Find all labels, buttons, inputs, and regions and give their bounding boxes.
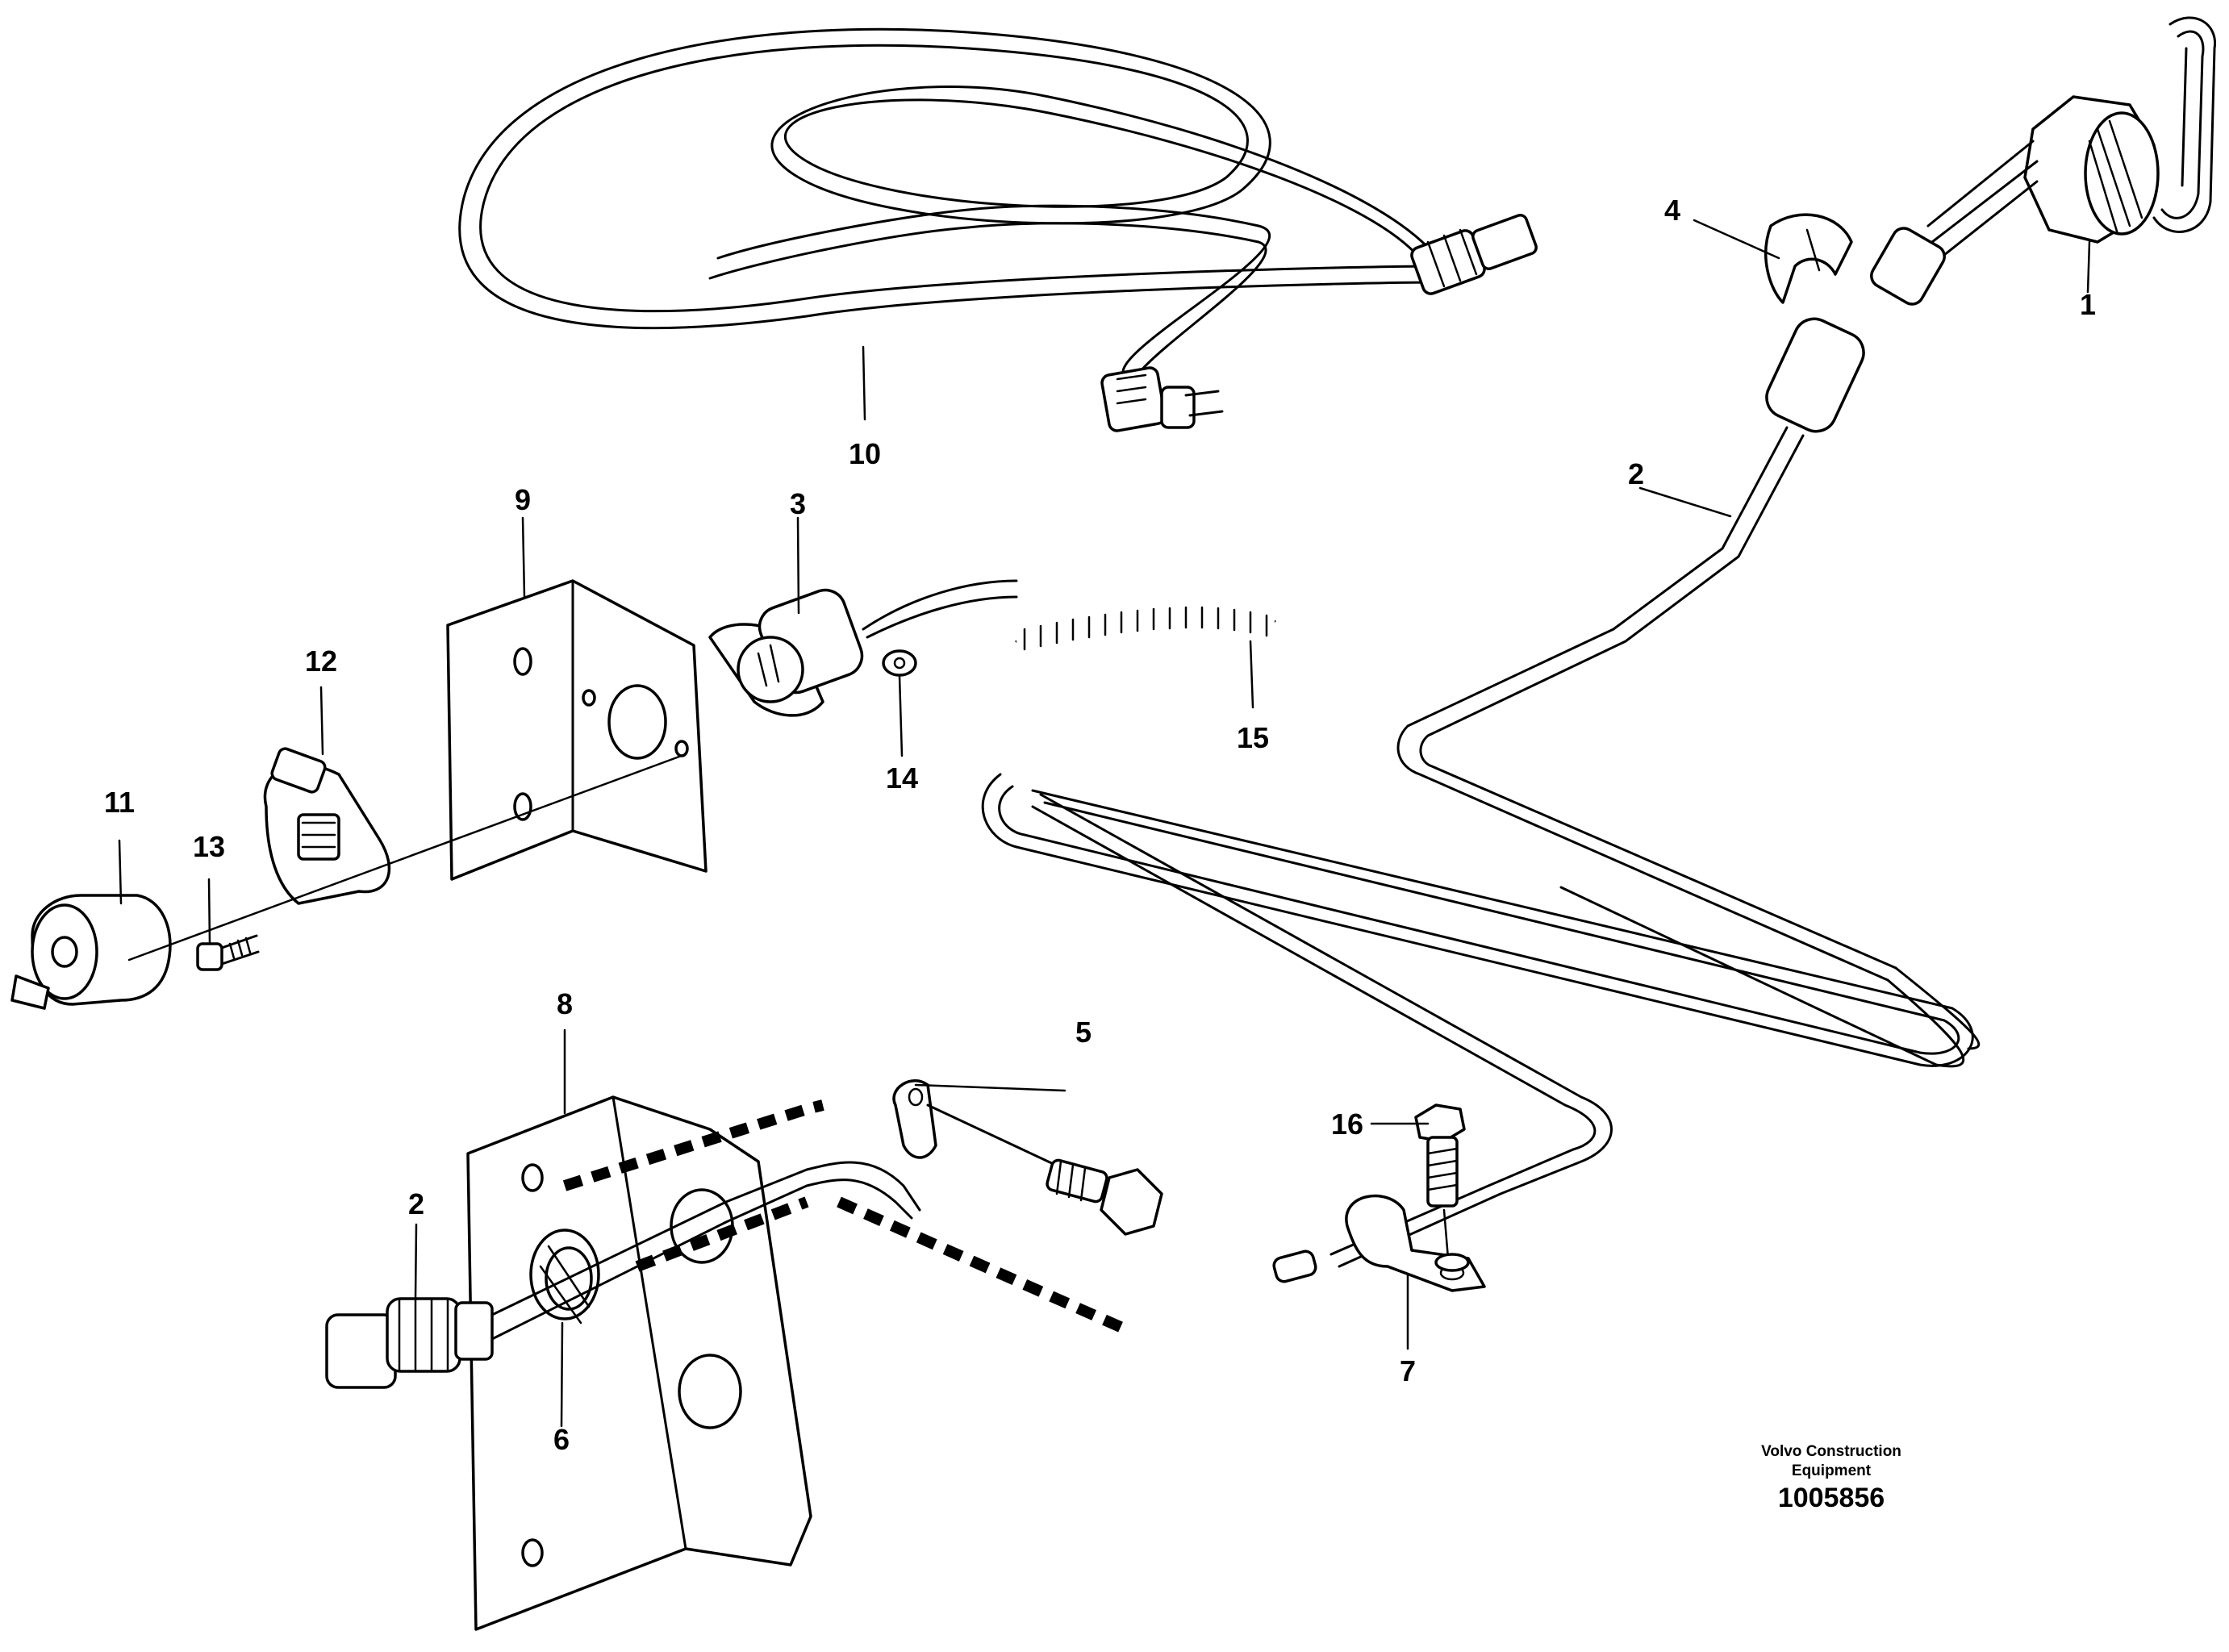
brand-line-1: Volvo Construction (1761, 1443, 1901, 1460)
heater-tube (1396, 317, 1981, 1068)
corrugated-hose (1013, 601, 1278, 653)
part-label: 8 (557, 987, 573, 1020)
part-label: 2 (1628, 457, 1644, 490)
part-label: 11 (104, 786, 135, 819)
part-label: 7 (1400, 1354, 1416, 1387)
power-cord-coil (458, 27, 1438, 393)
heater-loop (981, 773, 1974, 1268)
part-label: 2 (408, 1187, 424, 1220)
cord-plug-prongs (1100, 366, 1224, 432)
heater-element (1870, 16, 2217, 306)
part-label: 13 (193, 830, 225, 863)
part-label: 9 (515, 483, 531, 516)
lower-bracket (466, 1095, 812, 1631)
part-label: 6 (553, 1423, 570, 1456)
part-label: 4 (1664, 194, 1680, 227)
brand-line-2: Equipment (1791, 1462, 1872, 1479)
part-label: 1 (2080, 288, 2096, 321)
inlet-socket (708, 579, 1018, 717)
part-labels: 1 2 2 3 4 5 6 7 8 9 10 11 12 13 14 15 16 (104, 194, 2096, 1456)
upper-bracket (446, 579, 708, 881)
flange-bolt (1414, 1103, 1470, 1272)
cord-clip (1764, 213, 1853, 304)
cable-clamp (892, 1079, 1058, 1167)
mounting-bolt (1046, 1158, 1163, 1236)
part-label: 10 (849, 437, 881, 470)
cord-plug-end (1410, 214, 1538, 295)
cable-routing-path (562, 1099, 1132, 1337)
part-label: 14 (886, 761, 918, 795)
p-clip (1272, 1194, 1486, 1292)
knob (10, 894, 172, 1010)
leader-lines (118, 219, 2091, 1428)
ring-terminal (882, 649, 917, 677)
part-label: 16 (1331, 1108, 1363, 1141)
brand-caption: Volvo Construction Equipment (1678, 1442, 1985, 1481)
part-label: 5 (1075, 1016, 1092, 1049)
small-screw (196, 934, 260, 971)
part-label: 12 (305, 645, 337, 678)
part-label: 3 (790, 487, 806, 520)
heater-plug (325, 1161, 921, 1389)
upper-assembly-axis (127, 753, 687, 962)
socket-cover (263, 747, 391, 905)
part-label: 15 (1237, 721, 1269, 754)
document-number: 1005856 (1777, 1483, 1885, 1513)
